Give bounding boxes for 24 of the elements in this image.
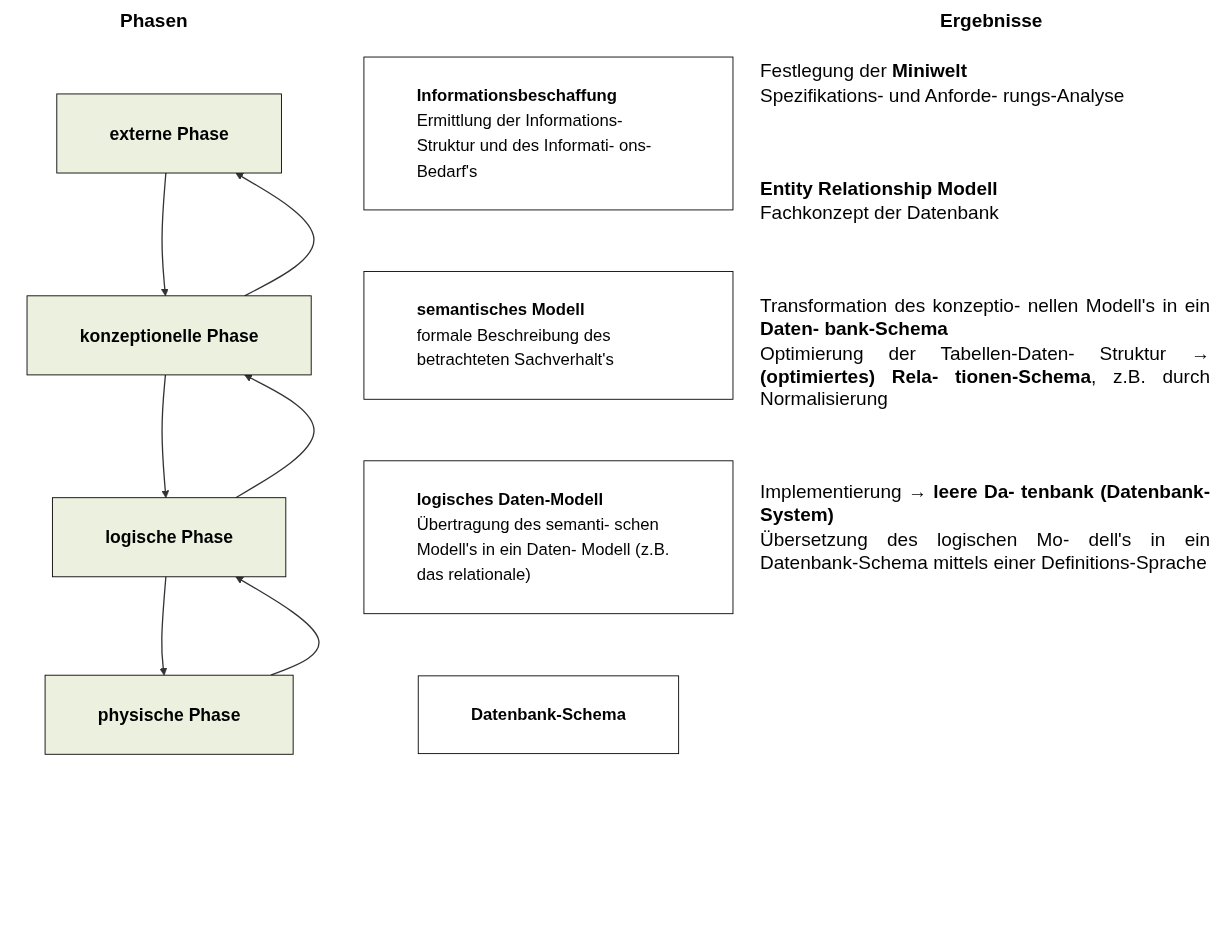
arrow xyxy=(235,172,315,297)
arrow xyxy=(235,374,315,499)
node-box: logische Phase xyxy=(51,497,287,578)
result-text: Spezifikations- und Anforde- rungs-Analyse xyxy=(760,84,1126,108)
result-text: Optimierung der Tabellen-Daten- Struktur → (optimiertes) Rela- tionen-Schema, z.B. durch Normalisierung xyxy=(760,342,1210,412)
result-text: Übersetzung des logischen Mo- dell's in ein Datenbank-Schema mittels einer Definitions-Sprache xyxy=(760,528,1210,575)
node-box: physische Phase xyxy=(44,674,294,755)
result-text: Transformation des konzeptio- nellen Modell's in ein Daten- bank-Schema xyxy=(760,295,1210,341)
result-text: Implementierung → leere Da- tenbank (Datenbank-System) xyxy=(760,481,1210,527)
arrow xyxy=(235,576,320,676)
arrow xyxy=(159,576,168,676)
node-box: Informationsbeschaffung Ermittlung der Informations- Struktur und des Informati- ons-Bedarf's xyxy=(363,56,734,211)
node-box: semantisches Modell formale Beschreibung des betrachteten Sachverhalt's xyxy=(363,271,734,400)
column-heading: Ergebnisse xyxy=(940,10,1043,32)
result-text: Entity Relationship Modell xyxy=(760,177,999,201)
column-heading: Phasen xyxy=(120,10,188,32)
arrow xyxy=(160,172,169,297)
node-box: logisches Daten-Modell Übertragung des semanti- schen Modell's in ein Daten- Modell (z.B. das relationale) xyxy=(363,460,734,615)
node-box: Datenbank-Schema xyxy=(417,675,680,755)
node-box: konzeptionelle Phase xyxy=(26,295,312,376)
result-text: Festlegung der Miniwelt xyxy=(760,60,968,83)
result-text: Fachkonzept der Datenbank xyxy=(760,202,1000,226)
node-box: externe Phase xyxy=(56,93,282,174)
arrow xyxy=(161,374,170,499)
